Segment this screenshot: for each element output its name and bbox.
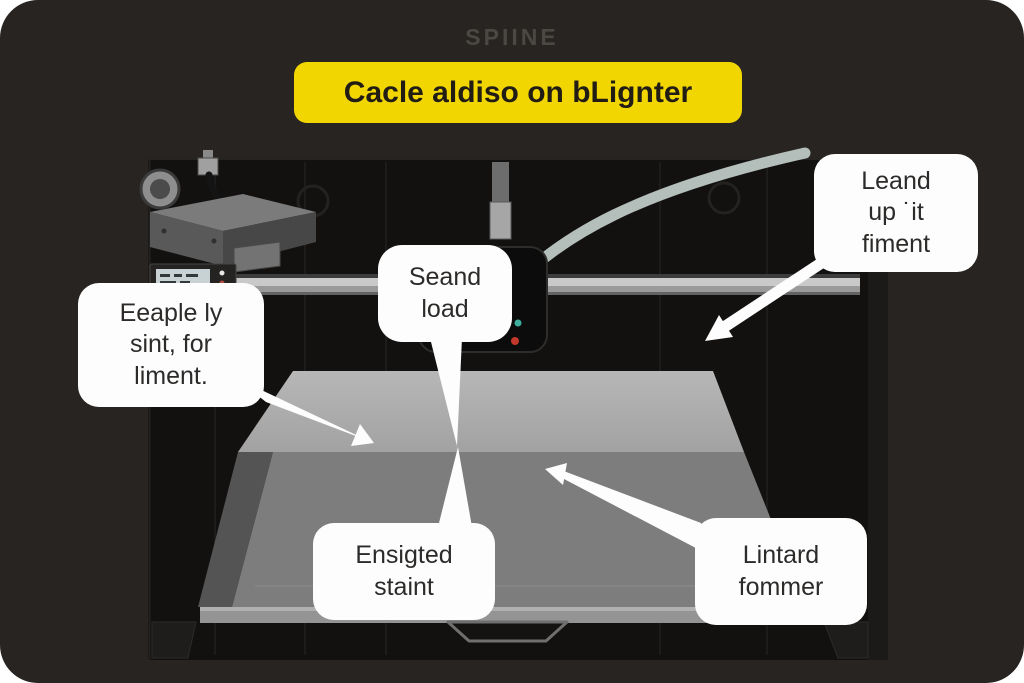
callout-pointers [236,259,824,557]
arrow-shaft-leand [720,259,824,332]
callout-line: sint, for [130,330,212,359]
pointer-tail-lintard [561,470,713,557]
frame-screw-hole [707,181,741,215]
bed-side-face [198,452,273,607]
pointer-tail-eeaple [236,378,369,441]
feeder-box-top [150,194,316,231]
arrowhead-lintard [545,463,567,485]
callout-line: fommer [738,572,824,601]
bed-edge-highlight [200,607,856,611]
pointer-tail-seand [430,338,462,446]
callout-line: Leand [861,166,931,195]
callout-line: liment. [134,361,208,390]
callout-line: up ˙it [868,198,924,227]
callout-line: Lintard [742,541,820,569]
callout-ensigted-staint: Ensigted staint [313,523,495,620]
title-banner-text: Cacle aldiso on bLignter [343,75,693,109]
callout-line: load [421,294,469,323]
extruder-assembly [139,150,316,295]
feeder-box-front [150,212,223,266]
callout-line: staint [374,572,434,601]
frame-right-panel [868,158,888,660]
arrowhead-leand [705,315,733,341]
callout-seand-load: Seand load [378,245,512,342]
cable-connector-top [203,150,213,160]
filament-post [492,162,509,204]
callout-line: Ensigted [355,541,453,569]
arrowhead-eeaple [351,424,374,446]
status-led-teal [514,319,522,327]
title-banner: Cacle aldiso on bLignter [294,62,742,123]
brand-logo: SPIINE [465,24,559,50]
callout-lintard-fommer: Lintard fommer [695,518,867,625]
display-readout [160,274,198,284]
bed-handle-notch [446,620,569,643]
tube-coupler [489,201,512,240]
callout-line: Seand [408,263,482,291]
callout-leand-up-it-fiment: Leand up ˙it fiment [814,154,978,272]
callout-line: fiment [861,229,931,258]
bed-top-surface [238,371,744,452]
callout-eeaple-ly-sint: Eeaple ly sint, for liment. [78,283,264,407]
callout-line: Eeaple ly [119,298,223,327]
screw [161,228,167,234]
status-led-red [511,337,519,345]
base-foot-left [151,621,197,659]
screw [211,238,217,244]
display-button [219,270,225,276]
pointer-tail-ensigted [438,447,472,527]
spool-knob-center [150,179,170,199]
